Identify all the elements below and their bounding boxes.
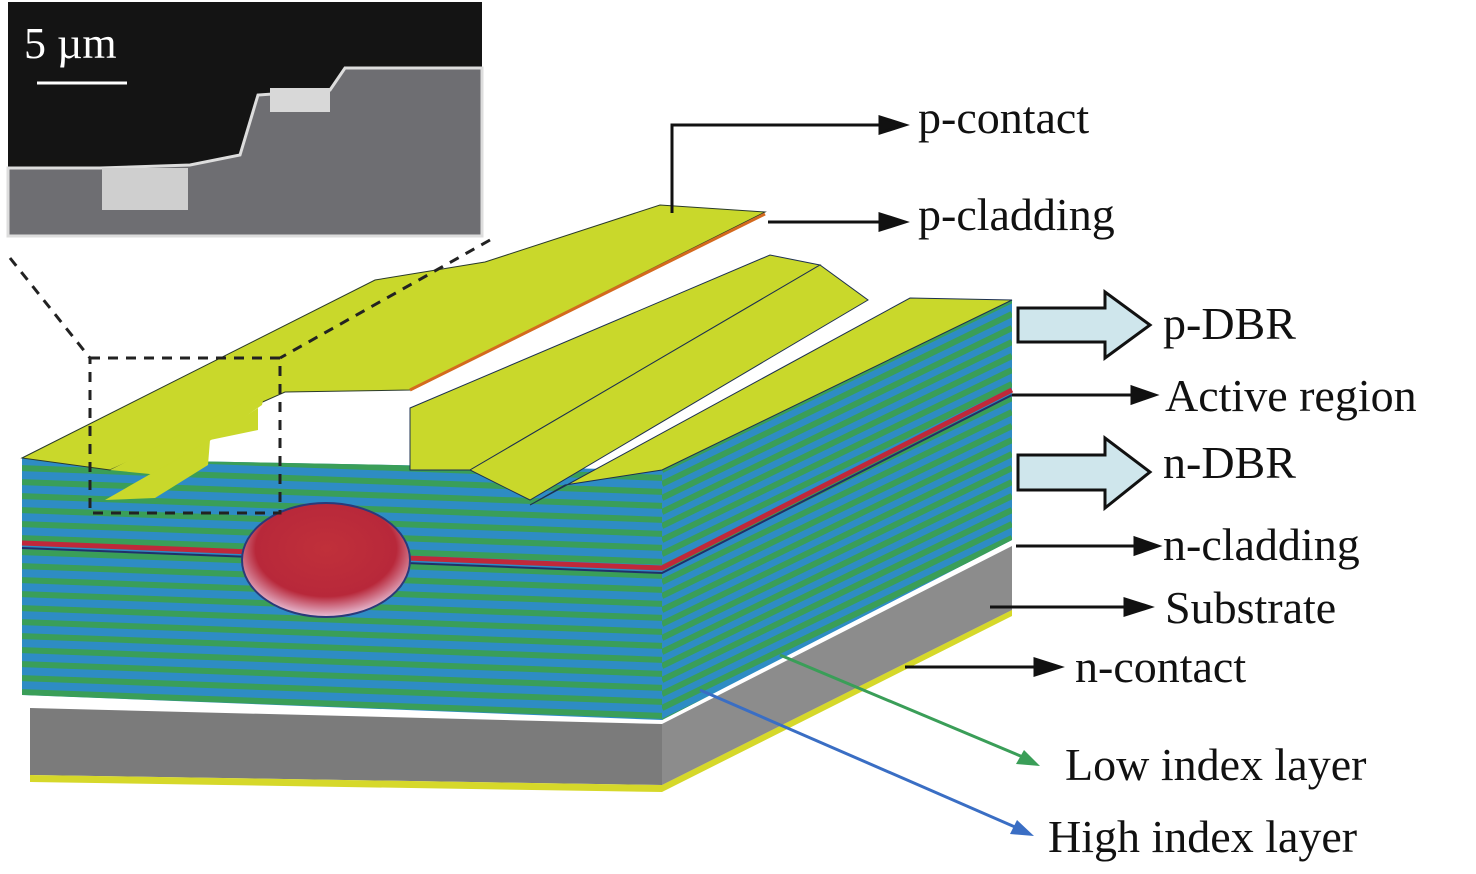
low-index-stripe [662,507,1012,683]
active-region-line [21,387,1014,571]
low-index-stripe [22,605,662,635]
sem-inset-image: 5 µm [6,2,484,238]
label-active-region: Active region [1165,370,1417,421]
zoom-indicator [8,238,491,515]
low-index-stripe [662,409,1012,585]
low-index-stripe [662,479,1012,655]
low-index-stripe [22,633,662,663]
low-index-stripe [662,535,1012,711]
p-contact-surface [20,204,1013,506]
low-index-stripe [662,367,1012,543]
label-substrate: Substrate [1165,582,1336,633]
substrate-block [30,538,1012,792]
scale-bar-label: 5 µm [24,19,117,68]
low-index-stripe [662,437,1012,613]
low-index-stripe [22,619,662,649]
low-index-stripe [22,647,662,677]
low-index-stripe [662,493,1012,669]
label-low-index-layer: Low index layer [1065,739,1366,790]
layer-pointer-lines [699,653,1040,836]
low-index-stripe [22,675,662,705]
label-high-index-layer: High index layer [1048,811,1357,862]
low-index-stripe [22,465,662,495]
label-p-contact: p-contact [918,92,1089,143]
dbr-block-arrows [1016,289,1153,512]
low-index-stripe [22,661,662,691]
low-index-stripe [22,689,662,719]
label-p-cladding: p-cladding [918,189,1115,240]
optical-mode [241,502,411,618]
low-index-stripe [662,423,1012,599]
low-index-stripe [22,479,662,509]
low-index-stripe [662,353,1012,529]
label-n-cladding: n-cladding [1163,519,1360,570]
low-index-stripe [662,465,1012,641]
low-index-stripe [662,339,1012,515]
low-index-stripe [662,521,1012,697]
label-p-dbr: p-DBR [1163,298,1296,349]
low-index-stripe [662,381,1012,557]
low-index-stripe [662,451,1012,627]
low-index-stripe [662,325,1012,501]
label-n-contact: n-contact [1075,641,1246,692]
label-n-dbr: n-DBR [1163,437,1296,488]
low-index-stripe [662,311,1012,487]
label-arrows [670,114,1163,678]
